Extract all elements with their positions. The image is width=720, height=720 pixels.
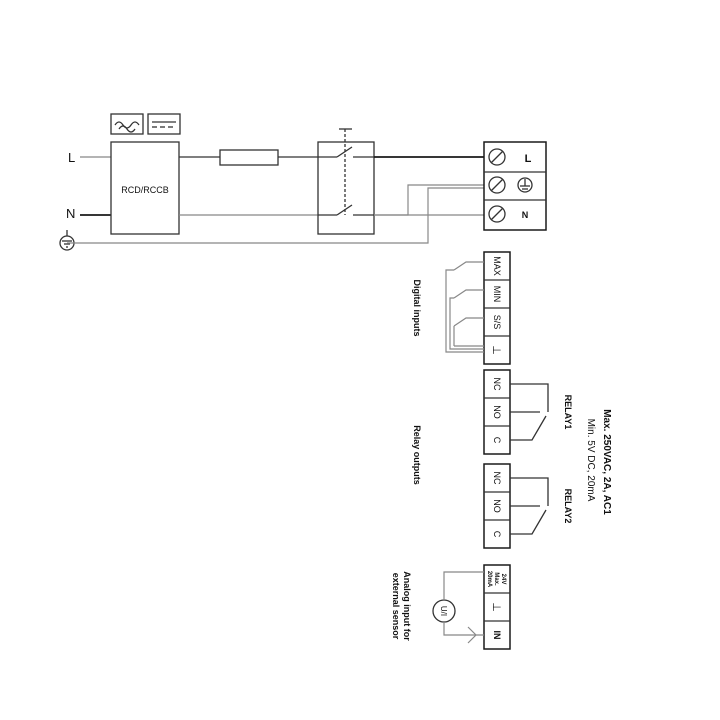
relay2-nc-label: NC — [492, 472, 502, 485]
relay1-contact — [510, 383, 549, 441]
screw-icon — [488, 148, 506, 166]
digital-input-contacts — [445, 261, 484, 353]
analog-supply-current: 20mA — [486, 571, 492, 588]
digital-input-block: MAX MIN S/S ⊥ — [483, 251, 511, 365]
terminal-max-label: MAX — [492, 256, 502, 276]
analog-gnd-label: ⊥ — [490, 602, 502, 612]
sensor-icon: U/I — [432, 571, 484, 644]
relay2-no-label: NO — [492, 499, 502, 513]
screw-icon — [488, 176, 506, 194]
relay-spec-min: Min. 5V DC, 20mA — [585, 419, 596, 502]
analog-input-block: 24V Max. 20mA ⊥ IN — [483, 564, 511, 650]
earth-icon — [517, 177, 533, 193]
relay2-block: NC NO C — [483, 463, 511, 549]
terminal-gnd-label: ⊥ — [490, 345, 502, 355]
analog-in-label: IN — [492, 631, 502, 640]
line-label: L — [68, 150, 75, 165]
terminal-ss-label: S/S — [492, 315, 502, 330]
mains-terminal-block: L N — [483, 141, 547, 231]
analog-title-line1: Analog input for — [402, 571, 412, 641]
terminal-l-label: L — [525, 153, 532, 165]
relay-outputs-title: Relay outputs — [412, 425, 422, 485]
main-switch — [317, 128, 375, 235]
digital-inputs-title: Digital inputs — [412, 280, 422, 337]
relay2-contact — [510, 477, 549, 535]
rcd-label: RCD/RCCB — [121, 185, 169, 195]
relay2-name: RELAY2 — [563, 489, 573, 524]
screw-icon — [488, 205, 506, 223]
analog-title-line2: external sensor — [391, 573, 401, 640]
fuse — [219, 149, 279, 166]
ac-symbol-icon — [110, 113, 144, 135]
terminal-n-label: N — [522, 210, 529, 220]
dc-symbol-icon — [147, 113, 181, 135]
rcd-box — [110, 141, 180, 235]
relay1-c-label: C — [492, 437, 502, 444]
relay1-no-label: NO — [492, 405, 502, 419]
terminal-min-label: MIN — [492, 286, 502, 303]
analog-supply-max: Max. — [493, 572, 499, 586]
relay-spec-max: Max. 250VAC, 2A, AC1 — [601, 409, 612, 515]
analog-supply-voltage: 24V — [500, 574, 506, 585]
relay2-c-label: C — [492, 531, 502, 538]
sensor-label: U/I — [439, 606, 448, 616]
relay1-block: NC NO C — [483, 369, 511, 455]
relay1-name: RELAY1 — [563, 395, 573, 430]
relay1-nc-label: NC — [492, 378, 502, 391]
earth-icon — [59, 230, 75, 251]
neutral-label: N — [66, 206, 75, 221]
